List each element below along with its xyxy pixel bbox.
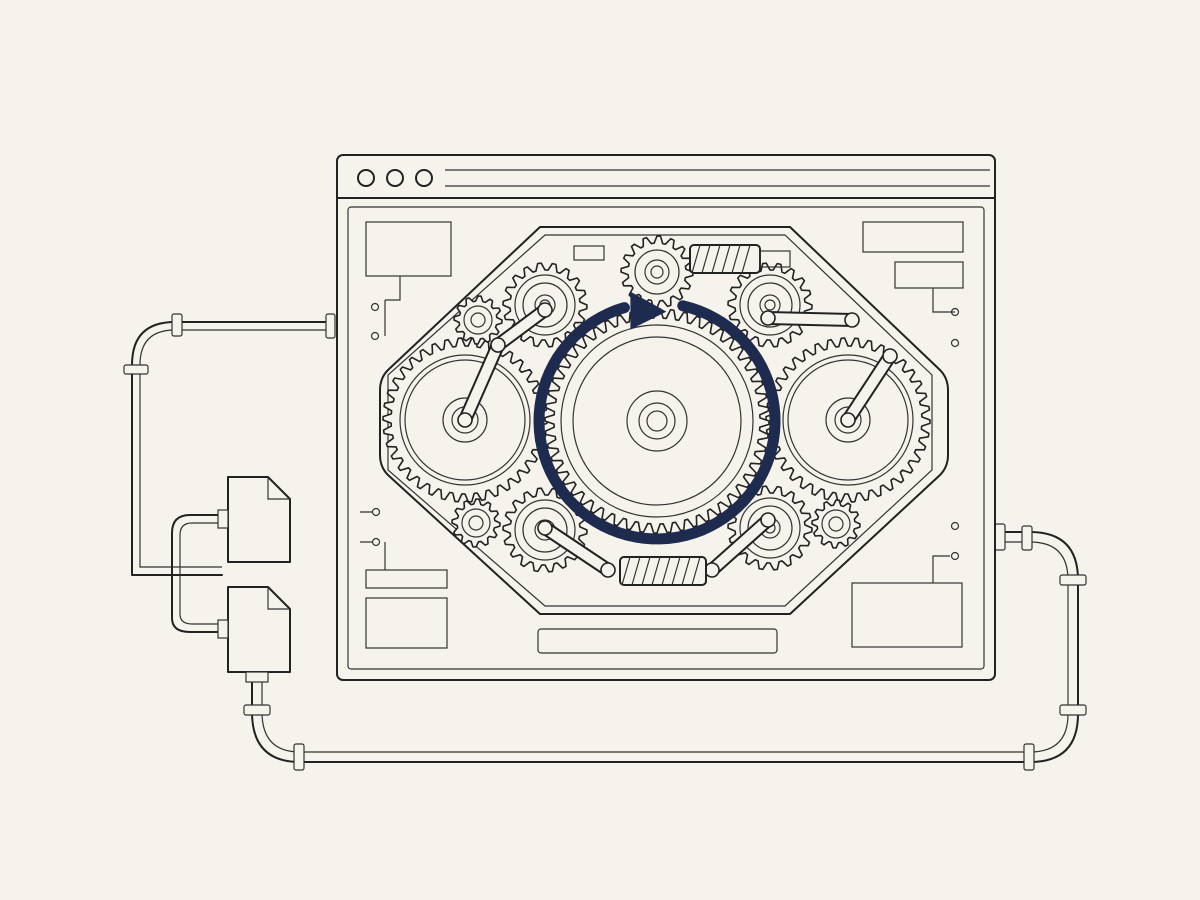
gear-ring [463, 305, 493, 335]
pipe-left-lower-inner [179, 522, 222, 625]
pipe-coupling [1059, 704, 1087, 716]
gear-ring [834, 406, 862, 434]
window-control-minimize[interactable] [386, 169, 404, 187]
pipe-coupling [243, 704, 271, 716]
gear-icon [382, 235, 931, 573]
gear-ring [644, 259, 670, 285]
file-icon [217, 476, 291, 563]
gear-ring [739, 497, 801, 559]
gear [544, 308, 770, 534]
gear-ring [522, 282, 568, 328]
gear-ring [560, 324, 754, 518]
circuit-traces [360, 276, 960, 583]
window-control-close[interactable] [357, 169, 375, 187]
gear-ring [470, 312, 486, 328]
pivot-joint [704, 562, 720, 578]
placeholder-panel [365, 597, 448, 649]
gear-ring [461, 508, 491, 538]
pipe-coupling [123, 364, 149, 375]
gear [453, 295, 503, 345]
pivot-joint [840, 412, 856, 428]
window-content-area [347, 206, 985, 670]
gear-ring [626, 390, 688, 452]
gear [451, 498, 501, 548]
linkage-arm [707, 515, 773, 575]
gear-ring [514, 274, 576, 336]
progress-bar [537, 628, 778, 654]
gear-ring [825, 397, 871, 443]
window-control-maximize[interactable] [415, 169, 433, 187]
linkage-arm [493, 305, 550, 350]
placeholder-panel [365, 569, 448, 589]
pivot-joint [600, 562, 616, 578]
worm-gear-top [573, 244, 791, 274]
pivot-joint [490, 337, 506, 353]
linkage-arm [540, 523, 613, 575]
pipes [123, 313, 1087, 771]
placeholder-panel [894, 261, 964, 289]
gear-ring [404, 359, 526, 481]
pivot-joint [537, 520, 553, 536]
app-window [336, 154, 996, 681]
gear-ring [787, 359, 909, 481]
linkage-arm [843, 351, 895, 425]
pipe-coupling [1021, 525, 1033, 551]
gear-ring [522, 507, 568, 553]
pipe-bottom [251, 531, 1079, 763]
worm-gear-bottom [619, 556, 707, 586]
pivot-joint [457, 412, 473, 428]
pipe-coupling [1059, 574, 1087, 586]
pipe-left-lower [171, 514, 223, 633]
linkage-arm [460, 340, 503, 425]
gear-ring [764, 299, 776, 311]
gear-ring [782, 354, 914, 486]
file-icon [217, 586, 291, 683]
pipe-coupling [293, 743, 305, 771]
pivot-joint [760, 310, 776, 326]
pipe-bottom-inner [261, 541, 1069, 753]
gear-ring [468, 515, 484, 531]
linkage-arms [457, 302, 898, 578]
gear-ring [821, 509, 851, 539]
placeholder-panel [862, 221, 964, 253]
gear-ring [399, 354, 531, 486]
pivot-joint [882, 348, 898, 364]
gear [811, 499, 861, 549]
gear-ring [747, 505, 793, 551]
gear-ring [442, 397, 488, 443]
gear [620, 235, 694, 309]
linkage-arm [763, 313, 857, 325]
pipe-coupling [171, 313, 183, 337]
gear-ring [747, 282, 793, 328]
gear-ring [572, 336, 742, 506]
pivot-joint [760, 512, 776, 528]
gear-ring [739, 274, 801, 336]
gear-ring [634, 249, 680, 295]
placeholder-panel [365, 221, 452, 277]
gear-ring [828, 516, 844, 532]
gear-ring [646, 410, 668, 432]
placeholder-panel [851, 582, 963, 648]
cycle-arrow-icon [533, 291, 781, 545]
gear-ring [638, 402, 676, 440]
gear-ring [514, 499, 576, 561]
pipe-coupling [994, 523, 1006, 551]
pivot-joint [537, 302, 553, 318]
pivot-joint [844, 312, 860, 328]
pipe-coupling [1023, 743, 1035, 771]
pipe-coupling [325, 313, 336, 339]
gear-ring [650, 265, 664, 279]
